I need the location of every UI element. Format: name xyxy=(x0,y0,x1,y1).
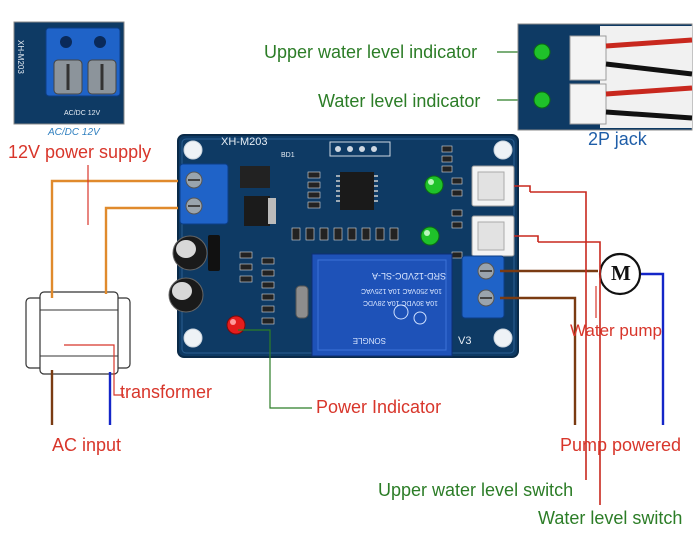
inset-caption: AC/DC 12V xyxy=(48,127,100,138)
microcontroller-chip xyxy=(336,172,378,210)
label-upper-level-switch: Upper water level switch xyxy=(378,480,574,500)
label-transformer: transformer xyxy=(120,382,213,402)
inset-terminal-label: AC/DC 12V xyxy=(64,110,101,117)
label-power-supply: 12V power supply xyxy=(8,142,152,162)
label-ac-input: AC input xyxy=(52,435,122,455)
capacitor-icon xyxy=(168,235,220,313)
inset-board-label: XH-M203 xyxy=(16,40,25,74)
label-jack: 2P jack xyxy=(588,129,647,149)
relay-text-2: 10A 250VAC 10A 125VAC xyxy=(360,287,442,294)
control-board xyxy=(168,134,519,358)
power-terminal-block-icon xyxy=(179,163,229,225)
pump-wires xyxy=(500,269,665,425)
board-bd1-label: BD1 xyxy=(281,152,295,159)
terminal-inset xyxy=(13,21,125,125)
output-terminal-block-icon xyxy=(461,255,505,319)
jack-inset xyxy=(517,23,693,131)
label-power-indicator: Power Indicator xyxy=(316,397,442,417)
level-switch-wires xyxy=(514,185,601,505)
transformer-icon xyxy=(25,291,131,375)
power-wires xyxy=(50,179,178,425)
relay-text-1: SRD-12VDC-SL-A xyxy=(371,271,446,281)
board-version-label: V3 xyxy=(458,335,472,347)
label-upper-level-indicator: Upper water level indicator xyxy=(264,42,478,62)
label-pump-powered: Pump powered xyxy=(560,435,682,455)
label-level-indicator: Water level indicator xyxy=(318,91,481,111)
relay-brand: SONGLE xyxy=(352,336,386,345)
relay-icon xyxy=(311,253,453,357)
relay-text-3: 10A 30VDC 10A 28VDC xyxy=(362,299,438,306)
board-model-label: XH-M203 xyxy=(221,136,268,148)
label-level-switch: Water level switch xyxy=(538,508,683,528)
motor-symbol: M xyxy=(611,261,631,285)
label-water-pump: Water pump xyxy=(570,321,662,340)
